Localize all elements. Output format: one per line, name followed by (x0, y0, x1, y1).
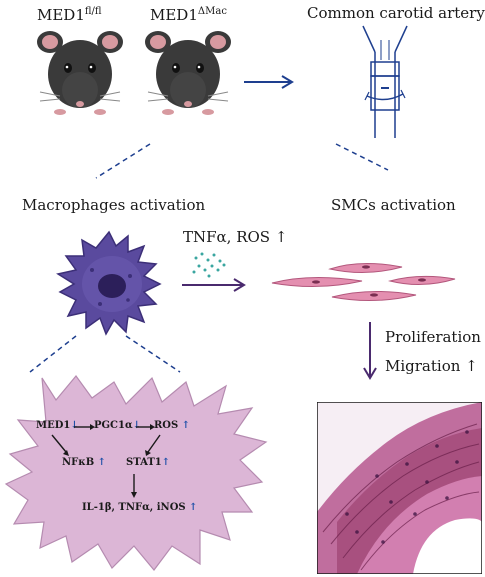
cytokines-label: TNFα, ROS ↑ (183, 228, 288, 246)
dashed-connectors (29, 335, 181, 373)
stat1-node: STAT1↑ (126, 457, 171, 468)
outputs-node: IL-1β, TNFα, iNOS ↑ (82, 502, 198, 513)
pathway-arrows (51, 424, 161, 498)
mouse-icon (37, 31, 123, 115)
artery-ligation-icon (362, 25, 408, 138)
pgc1a-node: PGC1α↓ (94, 420, 142, 431)
mouse-dmac-label: MED1ΔMac (150, 6, 227, 24)
cell-blob-icon (4, 375, 268, 571)
mouse-icon (145, 31, 231, 115)
macrophage-icon (56, 230, 162, 336)
artery-label: Common carotid artery (307, 4, 485, 22)
mouse-flfl-label: MED1fl/fl (37, 6, 102, 24)
arrow-right-icon (244, 75, 294, 89)
arrow-down-icon (363, 322, 377, 380)
dashed-connectors (95, 143, 389, 179)
histology-image (317, 402, 482, 574)
smc-icon (271, 262, 456, 302)
migration-label: Migration ↑ (385, 357, 478, 375)
proliferation-label: Proliferation ↑ (385, 328, 485, 346)
nfkb-node: NFκB ↑ (62, 457, 107, 468)
macrophage-activation-label: Macrophages activation (22, 196, 206, 214)
ros-node: ROS ↑ (154, 420, 191, 431)
med1-node: MED1↓ (36, 420, 79, 431)
smc-activation-label: SMCs activation (331, 196, 456, 214)
particles-icon (192, 252, 226, 278)
arrow-right-icon (182, 278, 246, 292)
